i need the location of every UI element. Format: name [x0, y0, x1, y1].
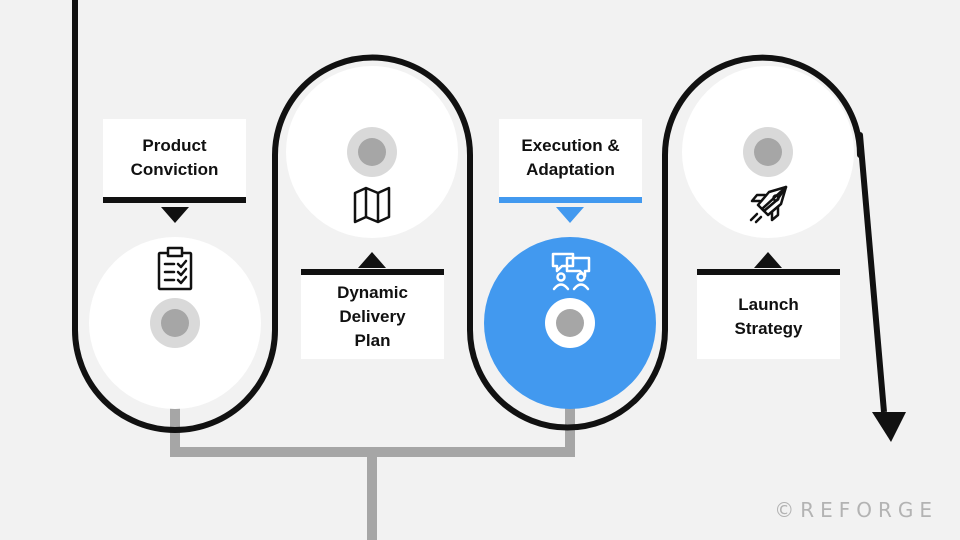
reforge-watermark: ©REFORGE	[774, 498, 938, 522]
team-chat-icon	[551, 252, 591, 291]
stage-label-product-conviction: Product Conviction	[103, 119, 246, 203]
stage-label-text: Product Conviction	[130, 136, 219, 179]
node-dot-3	[545, 298, 595, 348]
rocket-icon	[749, 185, 788, 224]
label-pointer-3	[556, 207, 584, 223]
clipboard-checklist-icon	[157, 246, 193, 291]
track-arrowhead	[872, 412, 906, 442]
stage-label-text: Launch Strategy	[734, 295, 803, 338]
serpentine-track	[72, 0, 887, 433]
stage-label-text: Execution & Adaptation	[521, 136, 620, 179]
label-pointer-4	[754, 252, 782, 268]
stage-label-execution-adaptation: Execution & Adaptation	[499, 119, 642, 203]
node-dot-1	[150, 298, 200, 348]
map-icon	[353, 186, 391, 224]
node-dot-2	[347, 127, 397, 177]
stage-label-launch-strategy: Launch Strategy	[697, 269, 840, 359]
node-dot-4	[743, 127, 793, 177]
label-pointer-2	[358, 252, 386, 268]
stage-label-text: Dynamic Delivery Plan	[337, 283, 408, 350]
label-pointer-1	[161, 207, 189, 223]
stage-label-dynamic-delivery-plan: Dynamic Delivery Plan	[301, 269, 444, 359]
